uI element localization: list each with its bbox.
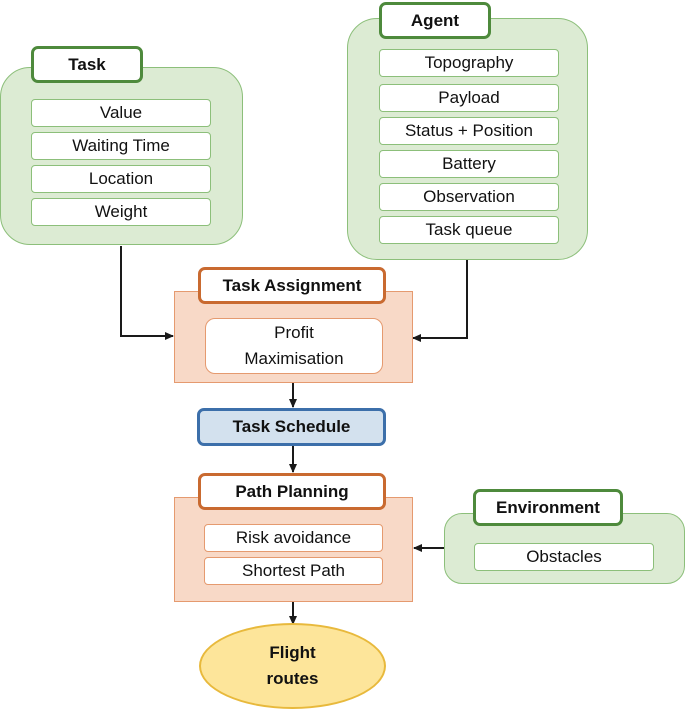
task-title: Task — [31, 46, 143, 83]
profit-maximisation-box: Profit Maximisation — [205, 318, 383, 374]
environment-title: Environment — [473, 489, 623, 526]
environment-item-obstacles: Obstacles — [474, 543, 654, 571]
agent-item-task-queue: Task queue — [379, 216, 559, 244]
task-assignment-title: Task Assignment — [198, 267, 386, 304]
flight-routes-line2: routes — [266, 669, 319, 688]
path-planning-item-risk-avoidance: Risk avoidance — [204, 524, 383, 552]
flight-routes-line1: Flight — [269, 643, 316, 662]
task-schedule-box: Task Schedule — [197, 408, 386, 446]
profit-maximisation-line1: Profit — [274, 323, 314, 342]
agent-item-payload: Payload — [379, 84, 559, 112]
flight-routes-ellipse: Flight routes — [199, 623, 386, 709]
task-item-weight: Weight — [31, 198, 211, 226]
agent-item-battery: Battery — [379, 150, 559, 178]
arrow-task-to-assignment — [120, 246, 174, 340]
profit-maximisation-line2: Maximisation — [244, 349, 344, 368]
path-planning-item-shortest-path: Shortest Path — [204, 557, 383, 585]
task-item-waiting-time: Waiting Time — [31, 132, 211, 160]
agent-item-observation: Observation — [379, 183, 559, 211]
agent-item-topography: Topography — [379, 49, 559, 77]
task-item-value: Value — [31, 99, 211, 127]
arrow-agent-to-assignment — [412, 260, 468, 342]
path-planning-title: Path Planning — [198, 473, 386, 510]
agent-title: Agent — [379, 2, 491, 39]
task-item-location: Location — [31, 165, 211, 193]
agent-item-status-position: Status + Position — [379, 117, 559, 145]
